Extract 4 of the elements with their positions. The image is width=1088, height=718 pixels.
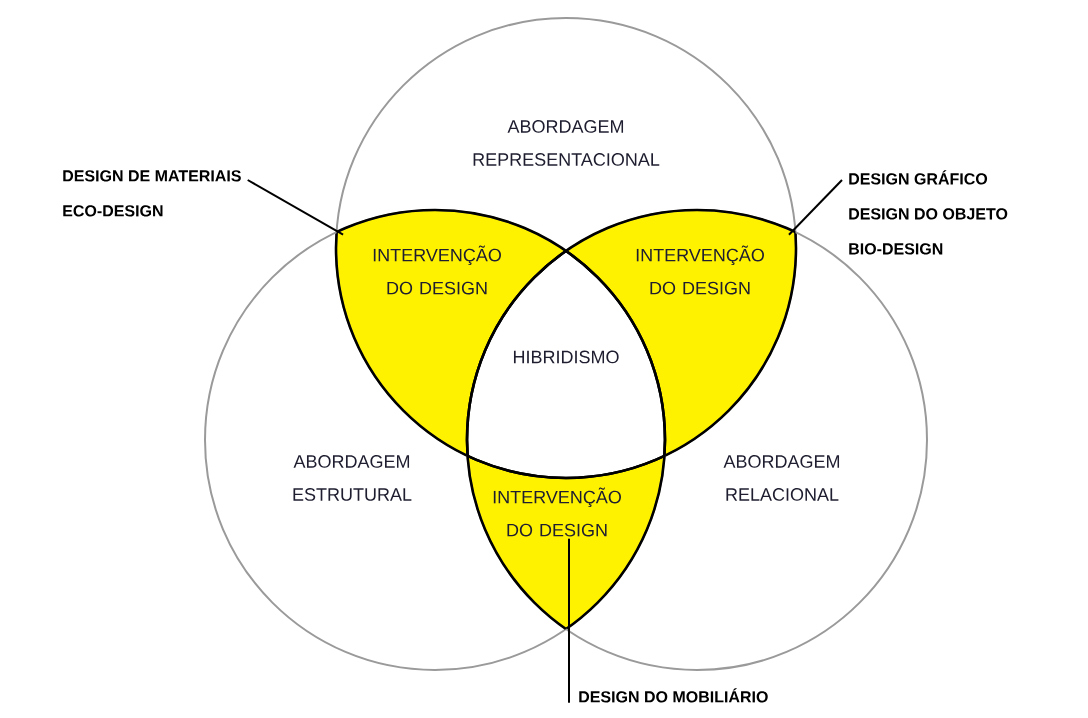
outer-label: DESIGN DO MOBILIÁRIO [579, 688, 768, 703]
outer-label: DESIGN GRÁFICO DESIGN DO OBJETO BIO-DESIGN [849, 170, 1008, 255]
overlap-region: INTERVENÇÃO DO DESIGN [467, 455, 665, 630]
leader-line [787, 179, 843, 236]
